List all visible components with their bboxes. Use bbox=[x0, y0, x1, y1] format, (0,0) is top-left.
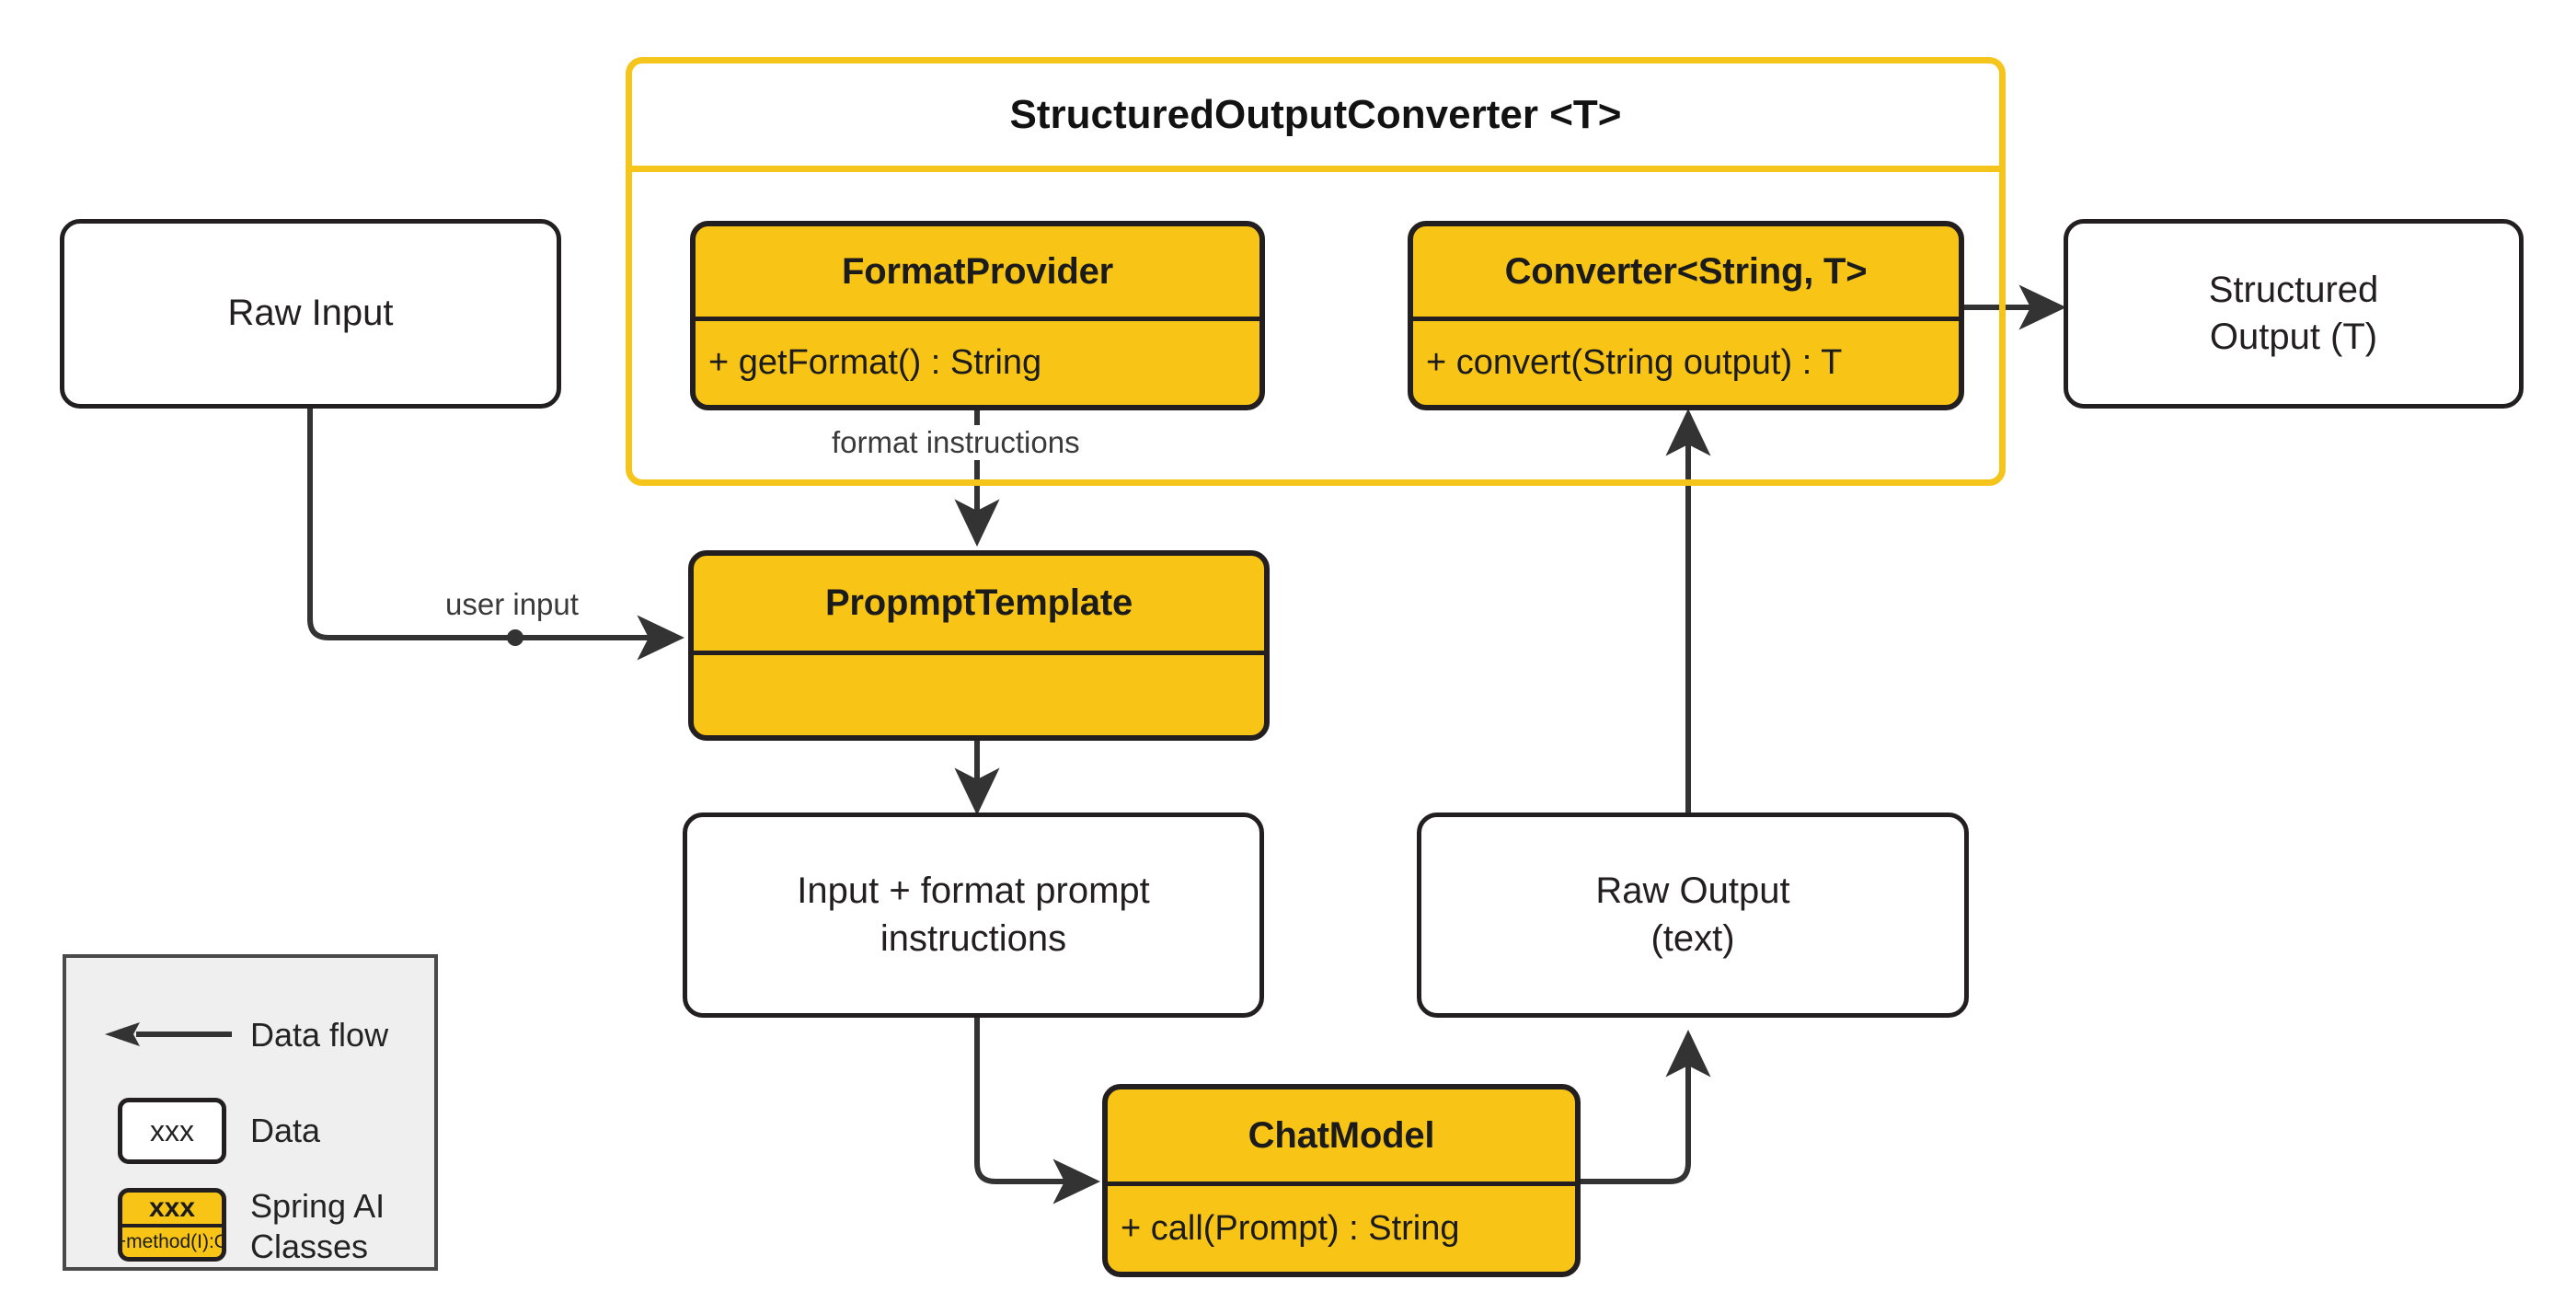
node-prompt-template[interactable]: PropmptTemplate bbox=[688, 550, 1270, 741]
node-raw-output-line2: (text) bbox=[1650, 917, 1735, 959]
uml-divider bbox=[694, 651, 1264, 655]
node-input-format-prompt-line2: instructions bbox=[880, 917, 1067, 959]
legend-label-data-flow: Data flow bbox=[250, 1016, 389, 1054]
node-prompt-template-title: PropmptTemplate bbox=[824, 582, 1133, 623]
node-raw-input[interactable]: Raw Input bbox=[60, 219, 561, 409]
legend-sample-class-method: +method(I):O bbox=[118, 1230, 226, 1252]
node-raw-input-label: Raw Input bbox=[227, 293, 394, 334]
node-format-provider-method: + getFormat() : String bbox=[708, 343, 1042, 382]
group-header: StructuredOutputConverter <T> bbox=[632, 63, 1999, 172]
node-converter-title: Converter<String, T> bbox=[1504, 250, 1868, 292]
uml-divider bbox=[696, 317, 1259, 321]
node-format-provider-title: FormatProvider bbox=[841, 250, 1114, 292]
edge-inputformat-to-chatmodel bbox=[974, 1018, 1101, 1204]
node-converter-method: + convert(String output) : T bbox=[1426, 343, 1843, 382]
node-raw-output[interactable]: Raw Output (text) bbox=[1417, 813, 1969, 1018]
legend-sample-divider bbox=[122, 1224, 222, 1228]
edge-waypoint-dot bbox=[507, 629, 523, 646]
node-converter[interactable]: Converter<String, T> + convert(String ou… bbox=[1408, 221, 1964, 410]
uml-divider bbox=[1413, 317, 1959, 321]
legend-label-spring-ai-classes: Spring AI Classes bbox=[250, 1187, 385, 1265]
node-structured-output[interactable]: Structured Output (T) bbox=[2064, 219, 2524, 409]
node-input-format-prompt[interactable]: Input + format prompt instructions bbox=[683, 813, 1264, 1018]
node-prompt-template-method bbox=[694, 655, 1264, 735]
edge-label-user-input: user input bbox=[440, 587, 584, 622]
node-structured-output-line2: Output (T) bbox=[2209, 317, 2378, 357]
legend-label-data: Data bbox=[250, 1112, 321, 1149]
white-rounded-box-icon: xxx bbox=[118, 1098, 226, 1164]
group-title: StructuredOutputConverter <T> bbox=[1009, 91, 1622, 137]
node-input-format-prompt-line1: Input + format prompt bbox=[797, 870, 1150, 912]
node-chat-model-title: ChatModel bbox=[1248, 1114, 1435, 1156]
structured-output-converter-group: StructuredOutputConverter <T> bbox=[626, 57, 2006, 486]
yellow-uml-box-icon: xxx +method(I):O bbox=[118, 1188, 226, 1262]
node-chat-model[interactable]: ChatModel + call(Prompt) : String bbox=[1102, 1084, 1581, 1277]
node-raw-output-line1: Raw Output bbox=[1595, 870, 1790, 912]
node-format-provider[interactable]: FormatProvider + getFormat() : String bbox=[690, 221, 1265, 410]
legend-panel: Data flow xxx Data xxx +method(I):O Spri… bbox=[63, 954, 438, 1271]
uml-divider bbox=[1108, 1181, 1575, 1186]
left-arrow-icon bbox=[105, 1022, 232, 1046]
edge-chatmodel-to-rawoutput bbox=[1577, 1029, 1711, 1184]
legend-sample-data-text: xxx bbox=[150, 1113, 194, 1147]
edge-label-format-instructions: format instructions bbox=[826, 425, 1086, 460]
node-chat-model-method: + call(Prompt) : String bbox=[1121, 1209, 1460, 1248]
legend-sample-class-title: xxx bbox=[148, 1193, 196, 1223]
node-structured-output-line1: Structured bbox=[2208, 269, 2379, 310]
